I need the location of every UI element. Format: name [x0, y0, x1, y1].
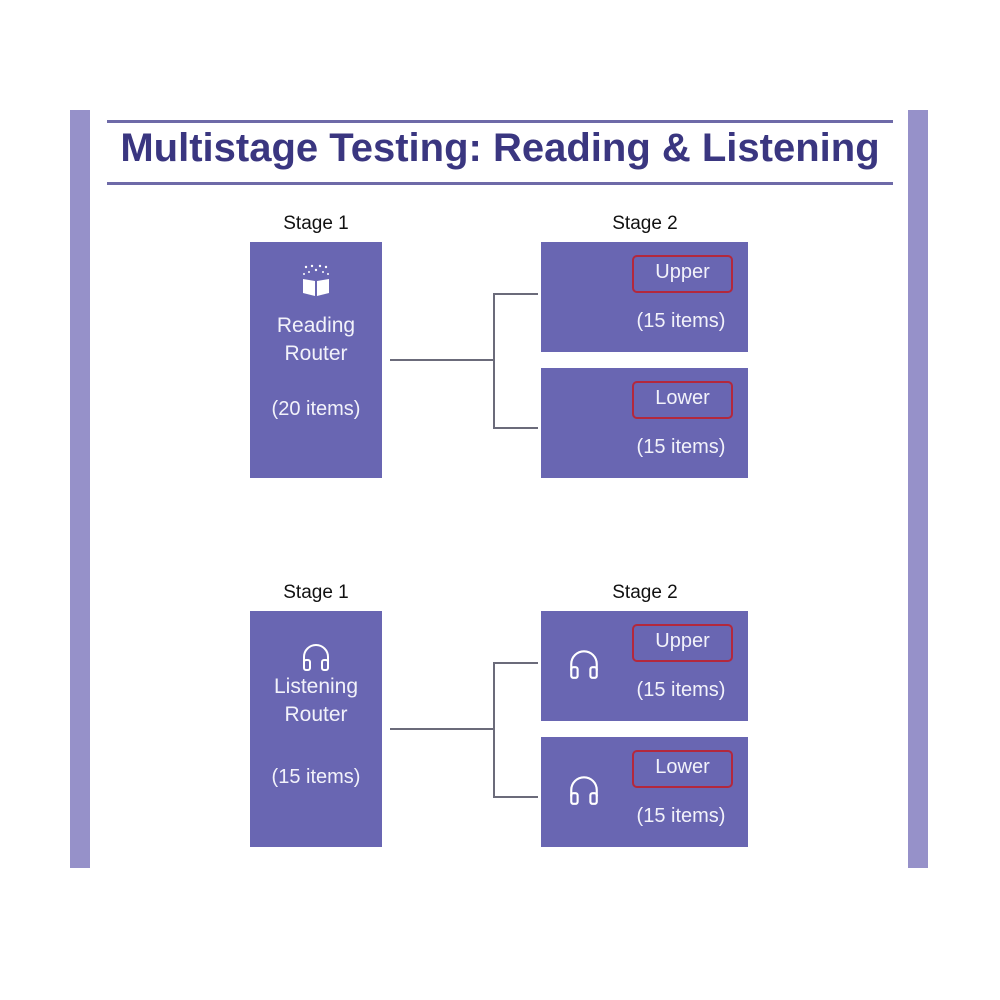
- title-rule-bottom: [107, 182, 893, 185]
- listening-router-count: (15 items): [271, 766, 361, 788]
- connector-line: [493, 293, 538, 295]
- router-name-line1: Listening: [273, 675, 359, 698]
- headphones-icon: [567, 773, 601, 812]
- lower-count: (15 items): [636, 805, 726, 827]
- connector-line: [493, 427, 538, 429]
- reading-lower-box: Lower (15 items): [541, 368, 748, 478]
- connector-line: [493, 294, 495, 428]
- router-name-line1: Reading: [276, 314, 356, 337]
- router-name-line2: Router: [284, 342, 348, 365]
- lower-count: (15 items): [636, 436, 726, 458]
- listening-upper-box: Upper (15 items): [541, 611, 748, 721]
- reading-stage2-label: Stage 2: [612, 213, 678, 234]
- connector-line: [493, 796, 538, 798]
- router-name-line2: Router: [284, 703, 348, 726]
- connector-line: [390, 359, 494, 361]
- connector-line: [390, 728, 494, 730]
- book-icon: [300, 264, 332, 303]
- upper-count: (15 items): [636, 310, 726, 332]
- upper-count: (15 items): [636, 679, 726, 701]
- upper-label: Upper: [632, 624, 733, 662]
- reading-router-count: (20 items): [271, 398, 361, 420]
- reading-upper-box: Upper (15 items): [541, 242, 748, 352]
- listening-stage2-label: Stage 2: [612, 582, 678, 603]
- listening-lower-box: Lower (15 items): [541, 737, 748, 847]
- page-title: Multistage Testing: Reading & Listening: [120, 126, 880, 170]
- title-rule-top: [107, 120, 893, 123]
- lower-label: Lower: [632, 750, 733, 788]
- connector-line: [493, 663, 495, 797]
- headphones-icon: [567, 647, 601, 686]
- upper-label: Upper: [632, 255, 733, 293]
- connector-line: [493, 662, 538, 664]
- listening-stage1-label: Stage 1: [283, 582, 349, 603]
- right-border-bar: [908, 110, 928, 868]
- reading-stage1-label: Stage 1: [283, 213, 349, 234]
- headphones-icon: [300, 641, 332, 678]
- lower-label: Lower: [632, 381, 733, 419]
- left-border-bar: [70, 110, 90, 868]
